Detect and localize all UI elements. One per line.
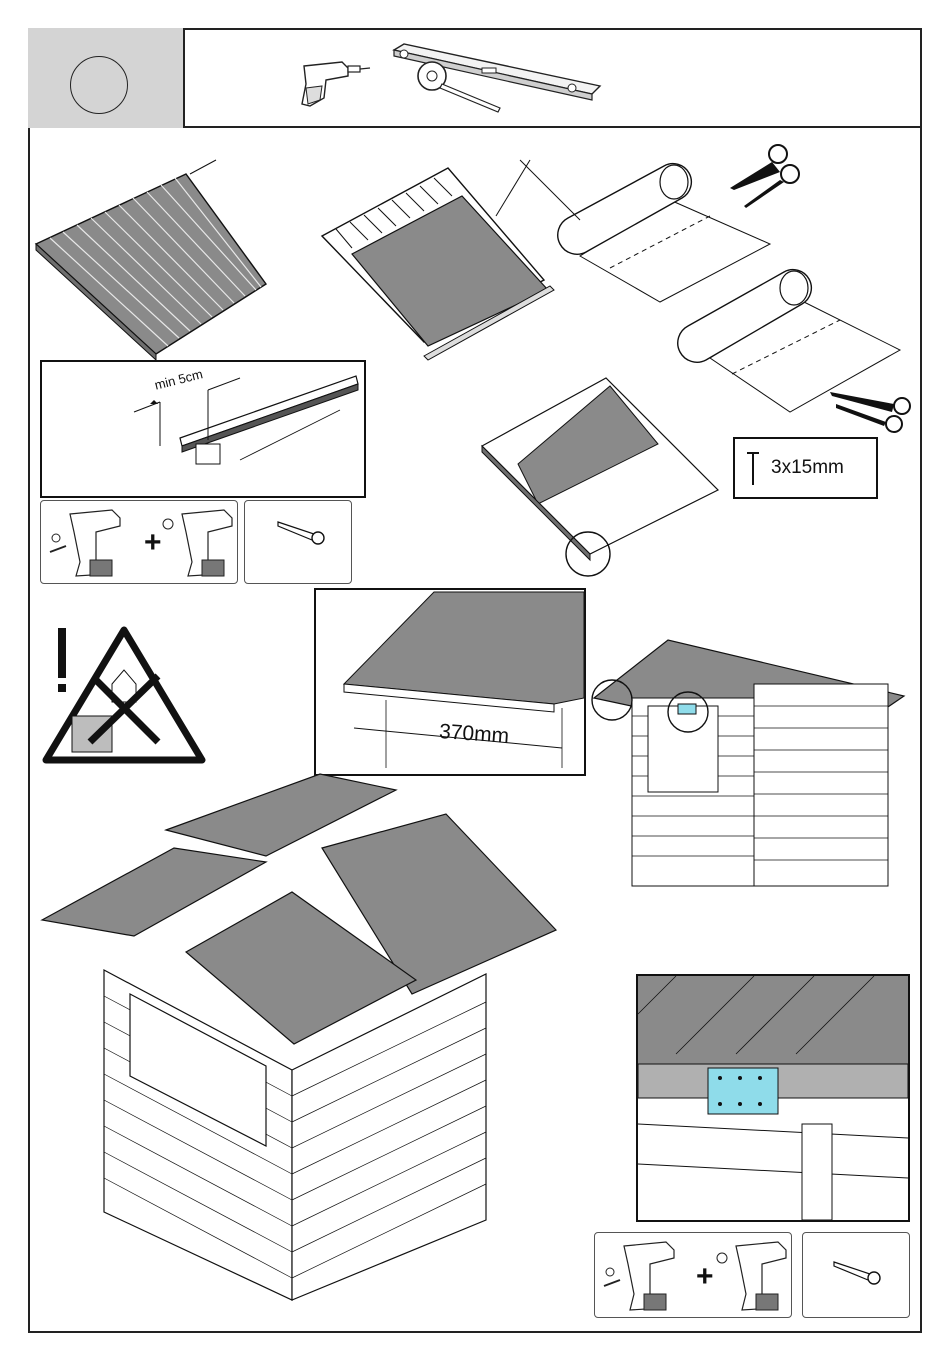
tape-measure-icon <box>408 58 518 118</box>
drill-icon <box>296 54 376 114</box>
roof-panel-top-left <box>30 160 280 360</box>
scissors-icon <box>826 372 916 442</box>
drill-icon <box>46 504 126 580</box>
eave-detail-drawing <box>314 588 586 776</box>
eave-distance-label: 370mm <box>438 720 510 749</box>
step-number-circle <box>70 56 128 114</box>
screw-icon <box>276 516 326 546</box>
shed-roof-assembly <box>36 770 596 1314</box>
bracket-detail-drawing <box>636 974 910 1222</box>
scissors-icon <box>724 140 804 210</box>
drill-icon <box>158 504 238 580</box>
screw-icon <box>745 451 761 487</box>
no-climbing-warning-icon <box>40 622 208 766</box>
screw-spec-label: 3x15mm <box>771 457 844 479</box>
screw-spec-box: 3x15mm <box>733 437 878 499</box>
screw-icon <box>832 1256 882 1286</box>
shed-complete-view <box>588 636 908 892</box>
drill-icon <box>712 1236 792 1314</box>
drill-icon <box>600 1236 680 1314</box>
plus-sign: + <box>696 1260 714 1294</box>
roof-panel-finished <box>478 374 738 582</box>
